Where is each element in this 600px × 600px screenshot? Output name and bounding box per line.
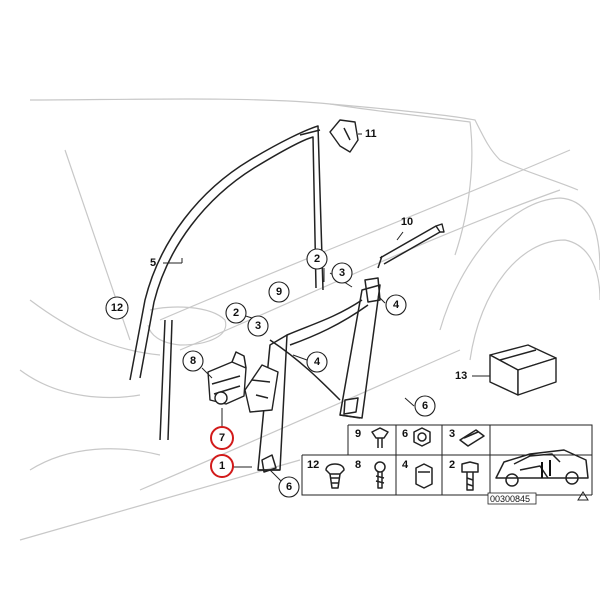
callout-1-label: 1 <box>219 460 225 472</box>
spring-nut-icon <box>459 429 485 447</box>
callout-3-upper-label: 3 <box>339 267 345 279</box>
callout-8-label: 8 <box>190 355 196 367</box>
callout-2-upper-label: 2 <box>314 253 320 265</box>
window-motor <box>207 351 247 405</box>
callout-10-label: 10 <box>401 216 413 228</box>
window-regulator <box>244 277 381 473</box>
car-locator-icon <box>495 449 589 487</box>
callout-4-right-label: 4 <box>393 299 400 311</box>
callout-5: 5 <box>150 257 156 269</box>
callout-7: 7 <box>210 426 234 450</box>
hardware-table: 9 6 3 12 8 4 2 <box>301 424 593 496</box>
callout-12-label: 12 <box>111 302 123 314</box>
hex-nut-icon <box>413 427 431 447</box>
callout-6-right-label: 6 <box>422 400 428 412</box>
callout-11: 11 <box>365 128 377 140</box>
table-cell-8: 8 <box>355 459 361 471</box>
callout-4-middle-label: 4 <box>314 356 321 368</box>
callout-2-lower-label: 2 <box>233 307 239 319</box>
callout-11-label: 11 <box>365 128 377 140</box>
callout-3-upper: 3 <box>331 262 353 284</box>
callout-10: 10 <box>401 216 413 228</box>
expanding-rivet-icon <box>325 463 345 489</box>
callout-5-label: 5 <box>150 257 156 269</box>
callout-1: 1 <box>210 454 234 478</box>
drawing-code: 00300845 <box>490 494 530 504</box>
door-frame-channel <box>129 125 324 441</box>
hex-bolt-icon <box>461 461 479 491</box>
callout-6-right: 6 <box>414 395 436 417</box>
table-cell-4: 4 <box>402 459 409 471</box>
car-body-outline <box>19 98 600 541</box>
table-cell-12: 12 <box>307 459 319 471</box>
callout-9-label: 9 <box>276 286 282 298</box>
table-cell-3: 3 <box>449 428 455 440</box>
callout-9: 9 <box>268 281 290 303</box>
callout-8: 8 <box>182 350 204 372</box>
parts-box <box>489 344 557 396</box>
leader-lines <box>163 133 490 484</box>
callout-7-label: 7 <box>219 432 225 444</box>
callout-12: 12 <box>105 296 129 320</box>
collar-nut-icon <box>415 463 433 489</box>
callout-2-upper: 2 <box>306 248 328 270</box>
plastic-clip-icon <box>371 427 389 448</box>
callout-4-right: 4 <box>385 294 407 316</box>
callout-6-bottom: 6 <box>278 476 300 498</box>
callout-13: 13 <box>455 370 467 382</box>
screw-icon <box>374 461 386 489</box>
callout-2-lower: 2 <box>225 302 247 324</box>
callout-13-label: 13 <box>455 370 467 382</box>
warning-triangle-icon <box>577 491 589 501</box>
callout-3-lower: 3 <box>247 315 269 337</box>
drawing-code-box: 00300845 <box>487 492 537 505</box>
table-cell-2: 2 <box>449 459 455 471</box>
table-cell-6: 6 <box>402 428 408 440</box>
table-cell-9: 9 <box>355 428 361 440</box>
callout-3-lower-label: 3 <box>255 320 261 332</box>
sealing-strip <box>377 223 445 269</box>
trim-cover <box>329 119 359 153</box>
callout-4-middle: 4 <box>306 351 328 373</box>
callout-6-bottom-label: 6 <box>286 481 292 493</box>
